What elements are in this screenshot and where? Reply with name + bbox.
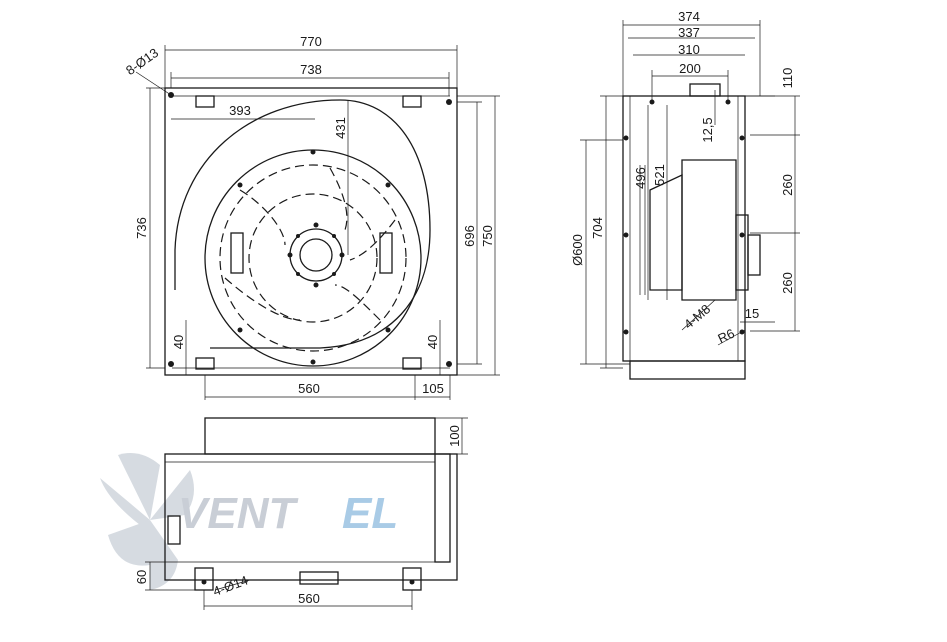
- dim-770: 770: [300, 34, 322, 49]
- bottom-housing: [164, 453, 458, 581]
- dim-310: 310: [678, 42, 700, 57]
- motor-end: [747, 234, 761, 276]
- dim-560: 560: [298, 381, 320, 396]
- dim-40-left: 40: [171, 335, 186, 349]
- dim-40-right: 40: [425, 335, 440, 349]
- dim-704: 704: [590, 217, 605, 239]
- dim-15: 15: [745, 306, 759, 321]
- dim-110: 110: [780, 68, 795, 89]
- impeller-side: [649, 173, 683, 291]
- dim-750: 750: [480, 225, 495, 247]
- dim-431: 431: [333, 117, 348, 139]
- dim-738: 738: [300, 62, 322, 77]
- dim-100: 100: [447, 425, 462, 447]
- mount-tab: [195, 95, 215, 108]
- side-base: [629, 360, 746, 380]
- dim-12-5: 12,5: [700, 117, 715, 142]
- watermark-tail: EL: [342, 489, 398, 538]
- front-view: 770 738 8-Ø13 393 431 736 696 750 40 40 …: [123, 34, 500, 400]
- inlet-ring: [204, 149, 422, 367]
- mount-tab: [402, 95, 422, 108]
- mount-tab: [195, 357, 215, 370]
- dim-105: 105: [422, 381, 444, 396]
- terminal-box: [689, 83, 721, 97]
- outlet-flange: [204, 417, 436, 455]
- corner-hole: [446, 99, 452, 105]
- motor-body: [681, 159, 737, 301]
- foot-right: [402, 567, 422, 591]
- side-rail: [434, 453, 451, 563]
- dim-496: 496: [633, 167, 648, 189]
- volute-scroll: [174, 99, 431, 349]
- foot-left: [194, 567, 214, 591]
- dim-60: 60: [134, 570, 149, 584]
- motor-clamp-left: [230, 232, 244, 274]
- dim-4-holes: 4-Ø14: [211, 573, 250, 599]
- front-housing: [164, 87, 458, 376]
- dim-260-top: 260: [780, 174, 795, 196]
- fan-logo-icon: [100, 452, 194, 590]
- dim-r6: R6: [715, 326, 736, 347]
- dim-8-holes: 8-Ø13: [123, 45, 161, 78]
- dim-260-bottom: 260: [780, 272, 795, 294]
- dim-374: 374: [678, 9, 700, 24]
- motor-clamp-right: [379, 232, 393, 274]
- dim-521: 521: [652, 164, 667, 186]
- bottom-view: 100 60 4-Ø14 560: [134, 417, 468, 610]
- hub-inner: [299, 238, 333, 272]
- impeller-outline: [219, 164, 407, 352]
- mount-tab: [402, 357, 422, 370]
- dim-696: 696: [462, 225, 477, 247]
- ventel-watermark: VENT EL: [100, 452, 398, 590]
- dim-736: 736: [134, 217, 149, 239]
- side-latch: [167, 515, 181, 545]
- dim-393: 393: [229, 103, 251, 118]
- dim-200: 200: [679, 61, 701, 76]
- corner-hole: [446, 361, 452, 367]
- watermark-lead: VENT: [178, 489, 298, 538]
- dim-diameter-600: Ø600: [570, 234, 585, 266]
- terminal-box-bottom: [299, 571, 339, 585]
- impeller-inner: [248, 193, 378, 323]
- corner-hole: [168, 361, 174, 367]
- side-view: 374 337 310 200 110 12,5 496 521 Ø600 70…: [570, 9, 800, 380]
- dim-337: 337: [678, 25, 700, 40]
- dim-560-bottom: 560: [298, 591, 320, 606]
